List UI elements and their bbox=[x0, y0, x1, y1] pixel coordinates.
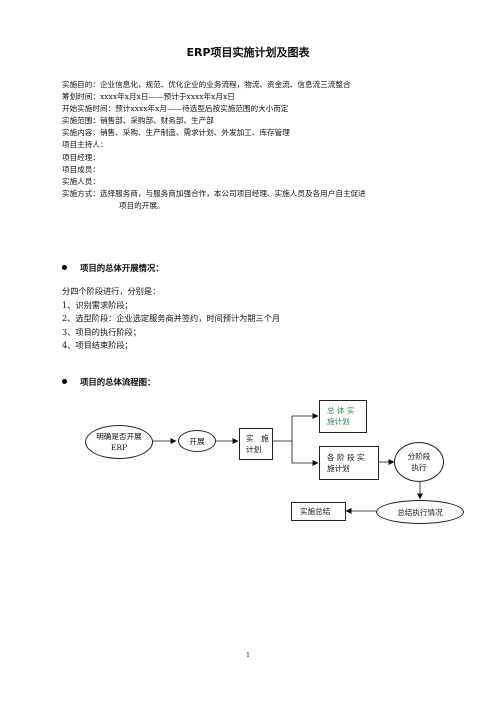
intro-planning-time: 筹划时间：xxxx年x月x日——预计于xxxx年x月x日 bbox=[62, 92, 235, 102]
stage-execute-label-2: 执行 bbox=[411, 463, 427, 472]
intro-purpose: 实施目的：企业信息化，规范、优化企业的业务流程，物流、资金流、信息流三流整合 bbox=[62, 80, 351, 89]
stage-execute-label-1: 分阶段 bbox=[407, 452, 431, 461]
bullet-icon bbox=[62, 265, 67, 270]
intro-content: 实施内容：销售、采购、生产制造、需求计划、外发加工、库存管理 bbox=[62, 128, 290, 138]
document-title: ERP项目实施计划及图表 bbox=[186, 46, 310, 59]
plan-node: 实 施 计划 bbox=[239, 428, 273, 460]
summary-execution-label: 总结执行情况 bbox=[397, 507, 443, 517]
phase-intro: 分四个阶段进行，分别是： bbox=[62, 286, 161, 296]
summary-execution-node: 总结执行情况 bbox=[376, 500, 464, 524]
stage-plan-label-2: 施计划 bbox=[327, 464, 350, 473]
overall-plan-node: 总 体 实 施计划 bbox=[319, 400, 367, 433]
phase-item: 4、项目结束阶段； bbox=[62, 340, 133, 351]
plan-label-1: 实 施 bbox=[246, 434, 269, 443]
stage-plan-label-1: 各 阶 段 实 bbox=[327, 453, 365, 462]
phase-list: 分四个阶段进行，分别是： 1、识别需求阶段； 2、选型阶段：企业选定服务商并签约… bbox=[62, 285, 280, 353]
section-heading-flow: 项目的总体流程图： bbox=[62, 376, 155, 388]
stage-plan-node: 各 阶 段 实 施计划 bbox=[319, 446, 379, 480]
intro-host: 项目主持人： bbox=[62, 140, 108, 150]
stage-execute-node: 分阶段 执行 bbox=[394, 442, 444, 482]
overall-plan-label-1: 总 体 实 bbox=[327, 406, 355, 415]
section-heading-overall: 项目的总体开展情况： bbox=[62, 262, 164, 274]
intro-members: 项目成员： bbox=[62, 164, 100, 174]
bullet-icon bbox=[62, 379, 67, 384]
final-summary-label: 实施总结 bbox=[300, 507, 331, 516]
overall-plan-label-2: 施计划 bbox=[327, 417, 350, 426]
phase-item: 1、识别需求阶段； bbox=[62, 299, 133, 310]
start-node: 开展 bbox=[178, 430, 216, 452]
plan-label-2: 计划 bbox=[246, 445, 262, 454]
intro-scope: 实施范围：销售部、采购部、财务部、生产部 bbox=[62, 116, 214, 126]
section-heading-overall-text: 项目的总体开展情况： bbox=[80, 263, 164, 273]
intro-method-continuation: 项目的开展。 bbox=[119, 200, 165, 210]
arrow-plan-to-overall bbox=[273, 413, 319, 442]
intro-start-time: 开始实施时间：预计xxxx年x月——待选型后按实施范围的大小而定 bbox=[62, 104, 289, 114]
intro-block: 实施目的：企业信息化，规范、优化企业的业务流程，物流、资金流、信息流三流整合 筹… bbox=[62, 79, 442, 212]
phase-item: 3、项目的执行阶段； bbox=[62, 326, 141, 337]
intro-implementers: 实施人员： bbox=[62, 176, 100, 186]
section-heading-flow-text: 项目的总体流程图： bbox=[80, 377, 156, 387]
intro-method: 实施方式：选择服务商，与服务商加强合作，本公司项目经理、实施人员及各用户自主促进 bbox=[62, 188, 366, 198]
clarify-erp-label: 明确是否开展ERP bbox=[96, 432, 142, 452]
intro-manager: 项目经理： bbox=[62, 152, 100, 162]
final-summary-node: 实施总结 bbox=[291, 502, 346, 521]
clarify-erp-node: 明确是否开展ERP bbox=[85, 425, 153, 459]
phase-item: 2、选型阶段：企业选定服务商并签约，时间预计为期三个月 bbox=[62, 313, 281, 324]
page-number: 1 bbox=[246, 652, 250, 659]
arrow-plan-to-stage bbox=[291, 441, 319, 466]
start-label: 开展 bbox=[189, 436, 205, 446]
